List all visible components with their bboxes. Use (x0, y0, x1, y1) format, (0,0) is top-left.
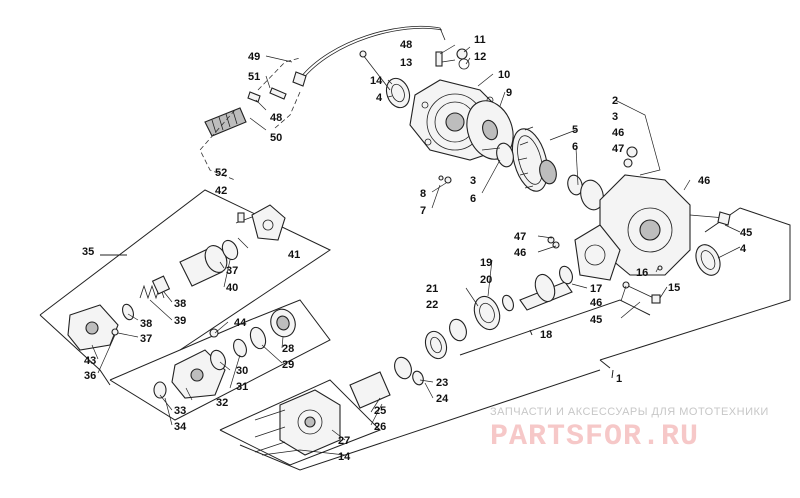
callout-3: 3 (470, 175, 476, 187)
solenoid-40 (179, 239, 239, 287)
callout-28: 28 (282, 343, 294, 355)
small-fasteners-right (547, 146, 663, 304)
callout-6b: 6 (572, 141, 578, 153)
callout-37: 37 (226, 265, 238, 277)
callout-19: 19 (480, 257, 492, 269)
callout-51: 51 (248, 71, 260, 83)
callout-46: 46 (612, 127, 624, 139)
bearing-6 (496, 142, 604, 211)
callout-48: 48 (270, 112, 282, 124)
coupler-25 (349, 356, 424, 409)
callout-40: 40 (226, 282, 238, 294)
assembly-frame-32 (109, 299, 331, 421)
callout-49: 49 (248, 51, 260, 63)
seal-ring-4b (695, 244, 721, 276)
rubber-boot (204, 107, 247, 137)
actuator-41 (235, 204, 286, 241)
callout-12: 12 (474, 51, 486, 63)
callout-16: 16 (636, 267, 648, 279)
watermark: ЗАПЧАСТИ И АКСЕССУАРЫ ДЛЯ МОТОТЕХНИКИ PA… (490, 406, 769, 454)
callout-17: 17 (590, 283, 602, 295)
cover-32 (153, 308, 296, 399)
leader-lines (91, 44, 741, 456)
callout-50: 50 (270, 132, 282, 144)
callout-34: 34 (174, 421, 187, 433)
callout-36: 36 (84, 370, 96, 382)
callout-38b: 38 (140, 318, 152, 330)
callout-21: 21 (426, 283, 438, 295)
callout-47b: 47 (514, 231, 526, 243)
callout-8: 8 (420, 188, 426, 200)
gear-case-27 (254, 389, 341, 456)
callout-48b: 48 (400, 39, 412, 51)
assembly-frame-18 (459, 299, 651, 356)
callout-26: 26 (374, 421, 386, 433)
callout-24: 24 (436, 393, 449, 405)
callout-44: 44 (234, 317, 247, 329)
callout-52: 52 (215, 167, 227, 179)
callout-45b: 45 (590, 314, 602, 326)
callout-42: 42 (215, 185, 227, 197)
ring-gear (511, 126, 557, 192)
watermark-caption: ЗАПЧАСТИ И АКСЕССУАРЫ ДЛЯ МОТОТЕХНИКИ (490, 406, 769, 418)
callout-10: 10 (498, 69, 510, 81)
callout-4b: 4 (740, 243, 747, 255)
callout-9: 9 (506, 87, 512, 99)
throttle-cable (199, 25, 446, 181)
callout-46b: 46 (698, 175, 710, 187)
pinion-shaft (519, 265, 573, 311)
callout-41: 41 (288, 249, 300, 261)
callout-14: 14 (370, 75, 383, 87)
callout-47: 47 (612, 143, 624, 155)
callout-33: 33 (174, 405, 186, 417)
callout-18: 18 (540, 329, 552, 341)
callout-15: 15 (668, 282, 680, 294)
callout-1: 1 (616, 373, 622, 385)
callout-23: 23 (436, 377, 448, 389)
spring-39 (139, 275, 171, 300)
callout-2: 2 (612, 95, 618, 107)
callout-30: 30 (236, 365, 248, 377)
callout-20: 20 (480, 274, 492, 286)
watermark-brand: PARTSFOR.RU (490, 420, 699, 454)
callout-7: 7 (420, 205, 426, 217)
callout-37b: 37 (140, 333, 152, 345)
cover-36 (67, 303, 134, 351)
assembly-frame-27 (219, 379, 381, 466)
pinion-bearings (424, 294, 514, 360)
callout-5: 5 (572, 124, 578, 136)
callout-45: 45 (740, 227, 752, 239)
main-gear-housing (574, 174, 731, 281)
callout-35: 35 (82, 246, 94, 258)
callout-14b: 14 (338, 451, 351, 463)
callout-4: 4 (376, 92, 383, 104)
callout-13: 13 (400, 57, 412, 69)
seal-ring-4 (385, 77, 411, 109)
callout-31: 31 (236, 381, 248, 393)
callout-27: 27 (338, 435, 350, 447)
callout-3b: 3 (612, 111, 618, 123)
callout-labels: 49 51 48 50 52 42 35 41 37 40 38 39 38 3… (82, 34, 752, 463)
callout-39: 39 (174, 315, 186, 327)
callout-46d: 46 (590, 297, 602, 309)
callout-38: 38 (174, 298, 186, 310)
callout-29: 29 (282, 359, 294, 371)
callout-25: 25 (374, 405, 386, 417)
callout-46c: 46 (514, 247, 526, 259)
callout-32: 32 (216, 397, 228, 409)
callout-6: 6 (470, 193, 476, 205)
callout-11: 11 (474, 34, 486, 46)
callout-22: 22 (426, 299, 438, 311)
callout-43: 43 (84, 355, 96, 367)
